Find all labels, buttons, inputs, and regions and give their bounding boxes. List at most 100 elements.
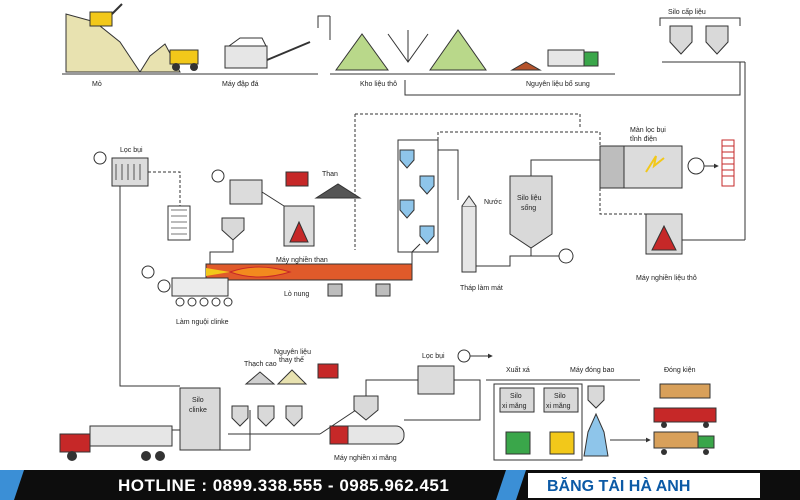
chimney-stripes <box>722 145 734 177</box>
hotline-text[interactable]: HOTLINE : 0899.338.555 - 0985.962.451 <box>118 476 449 495</box>
coal-mill-core <box>289 220 309 243</box>
label-may-nghien-lieu-tho: Máy nghiền liệu thô <box>636 273 697 282</box>
feed-silo-1 <box>669 25 693 55</box>
bag-stack-icon <box>659 383 711 399</box>
bag-filter-icon <box>417 365 455 395</box>
filter-return-line <box>404 379 481 421</box>
label-mo: Mỏ <box>92 80 102 88</box>
wheel-icon <box>703 422 709 428</box>
label-nguyen-lieu-thay-the-1: Nguyên liệu <box>274 349 311 356</box>
cyclone-icon <box>419 225 435 245</box>
coal-bin-icon <box>221 217 245 241</box>
rail-wagon-icon <box>653 407 717 423</box>
kiln-support <box>327 283 343 297</box>
crusher-hopper <box>228 37 267 47</box>
coal-hopper-icon <box>285 171 309 187</box>
wheel-icon <box>172 63 180 71</box>
truck-cab-icon <box>59 433 91 453</box>
clinker-line <box>119 186 180 387</box>
dosing-bin-icon <box>257 405 275 427</box>
thap-lam-mat <box>461 205 477 273</box>
preheater-frame <box>397 139 439 253</box>
wheel-icon <box>661 449 667 455</box>
left-dust-filter: Lọc bụi <box>93 147 191 387</box>
silo-xi-mang-a <box>499 387 535 413</box>
bag-truck-cab <box>697 435 715 449</box>
coal-pile <box>314 183 362 199</box>
clinker-silo-out <box>220 410 251 451</box>
label-may-nghien-xi-mang: Máy nghiền xi măng <box>334 453 397 462</box>
label-may-nghien-than: Máy nghiền than <box>276 255 328 264</box>
footer-accent-mid <box>496 470 526 500</box>
dosing-bin-icon <box>285 405 303 427</box>
cooler-fan <box>211 297 221 307</box>
cooler-box <box>171 277 229 297</box>
quarry-section: Mỏ Máy đập đá <box>62 3 318 88</box>
label-loc-bui-bottom: Lọc bụi <box>422 353 445 360</box>
raw-to-silo-line <box>404 62 741 96</box>
bulk-truck-green-icon <box>505 431 531 455</box>
kiln-to-preheater <box>411 243 421 264</box>
wheel-icon <box>141 451 151 461</box>
wheel-icon <box>661 422 667 428</box>
mill-gas-dash <box>599 188 646 215</box>
label-lo-nung: Lò nung <box>284 291 309 298</box>
fan-icon <box>141 265 155 279</box>
label-silo-lieu-song-2: sống <box>521 203 536 212</box>
label-silo-xi-mang-b-2: xi măng <box>546 403 571 410</box>
label-silo-xi-mang-b-1: Silo <box>554 393 566 400</box>
preheater-tower <box>397 131 601 253</box>
preheater-gas-line <box>437 131 601 146</box>
stockpile-2 <box>429 29 487 71</box>
kiln-section: Lò nung <box>141 243 421 298</box>
coal-section: Than Máy nghiền than <box>209 169 362 266</box>
chimney-icon <box>721 139 735 187</box>
raw-storage-section: Kho liệu thô Nguyên liệu bổ sung <box>317 15 615 88</box>
cooling-tower: Nước Tháp làm mát <box>460 195 531 292</box>
cooler-fan <box>175 297 185 307</box>
label-than: Than <box>322 171 338 178</box>
label-thap-lam-mat: Tháp làm mát <box>460 285 503 292</box>
feed-silo-2 <box>705 25 729 55</box>
tanker-body <box>89 425 173 447</box>
stockpile-1 <box>335 33 389 71</box>
cooler-icon <box>157 279 171 293</box>
cyclone-icon <box>399 199 415 219</box>
label-nuoc: Nước <box>484 199 502 206</box>
coal-filter-icon <box>229 179 263 205</box>
belt-to-mill <box>319 409 357 435</box>
tanker-truck <box>59 425 180 461</box>
fan-icon <box>211 169 225 183</box>
electrostatic-precipitator: Màn lọc bụi tĩnh điện <box>599 127 735 189</box>
silo-out-line <box>530 248 559 257</box>
coal-to-burner <box>209 240 234 266</box>
mill-motor <box>329 425 349 445</box>
bottom-dust-filter: Lọc bụi <box>404 349 493 421</box>
cooler-fan <box>187 297 197 307</box>
flame-icon <box>228 266 292 278</box>
bag-truck-body <box>653 431 699 449</box>
heat-exchanger-icon <box>167 205 191 241</box>
separator-icon <box>353 395 379 421</box>
dispatch-section: Xuất xá Máy đóng bao Đóng kiện Silo xi m… <box>486 365 696 461</box>
electric-icon <box>645 155 665 173</box>
label-thach-cao: Thạch cao <box>244 361 277 368</box>
crusher-icon <box>224 45 268 69</box>
bag-filter-icon <box>111 157 149 187</box>
separator-line <box>365 379 420 396</box>
feed-silo-section: Silo cấp liệu <box>659 7 746 240</box>
additives-section: Thạch cao Nguyên liệu thay thế <box>228 349 357 435</box>
additive-hopper-icon <box>317 363 339 379</box>
wheel-icon <box>155 451 165 461</box>
silo-fan-icon <box>558 248 574 264</box>
substitute-pile <box>276 369 308 385</box>
label-man-loc-bui-2: tĩnh điện <box>630 136 657 143</box>
silo-clinke <box>179 387 221 451</box>
label-silo-cap-lieu: Silo cấp liệu <box>668 7 706 16</box>
silo-feed-line <box>530 159 600 176</box>
preheater-duct <box>438 149 459 200</box>
truck-cab <box>583 51 599 67</box>
label-silo-xi-mang-a-2: xi măng <box>502 403 527 410</box>
excavator-icon <box>89 11 113 27</box>
